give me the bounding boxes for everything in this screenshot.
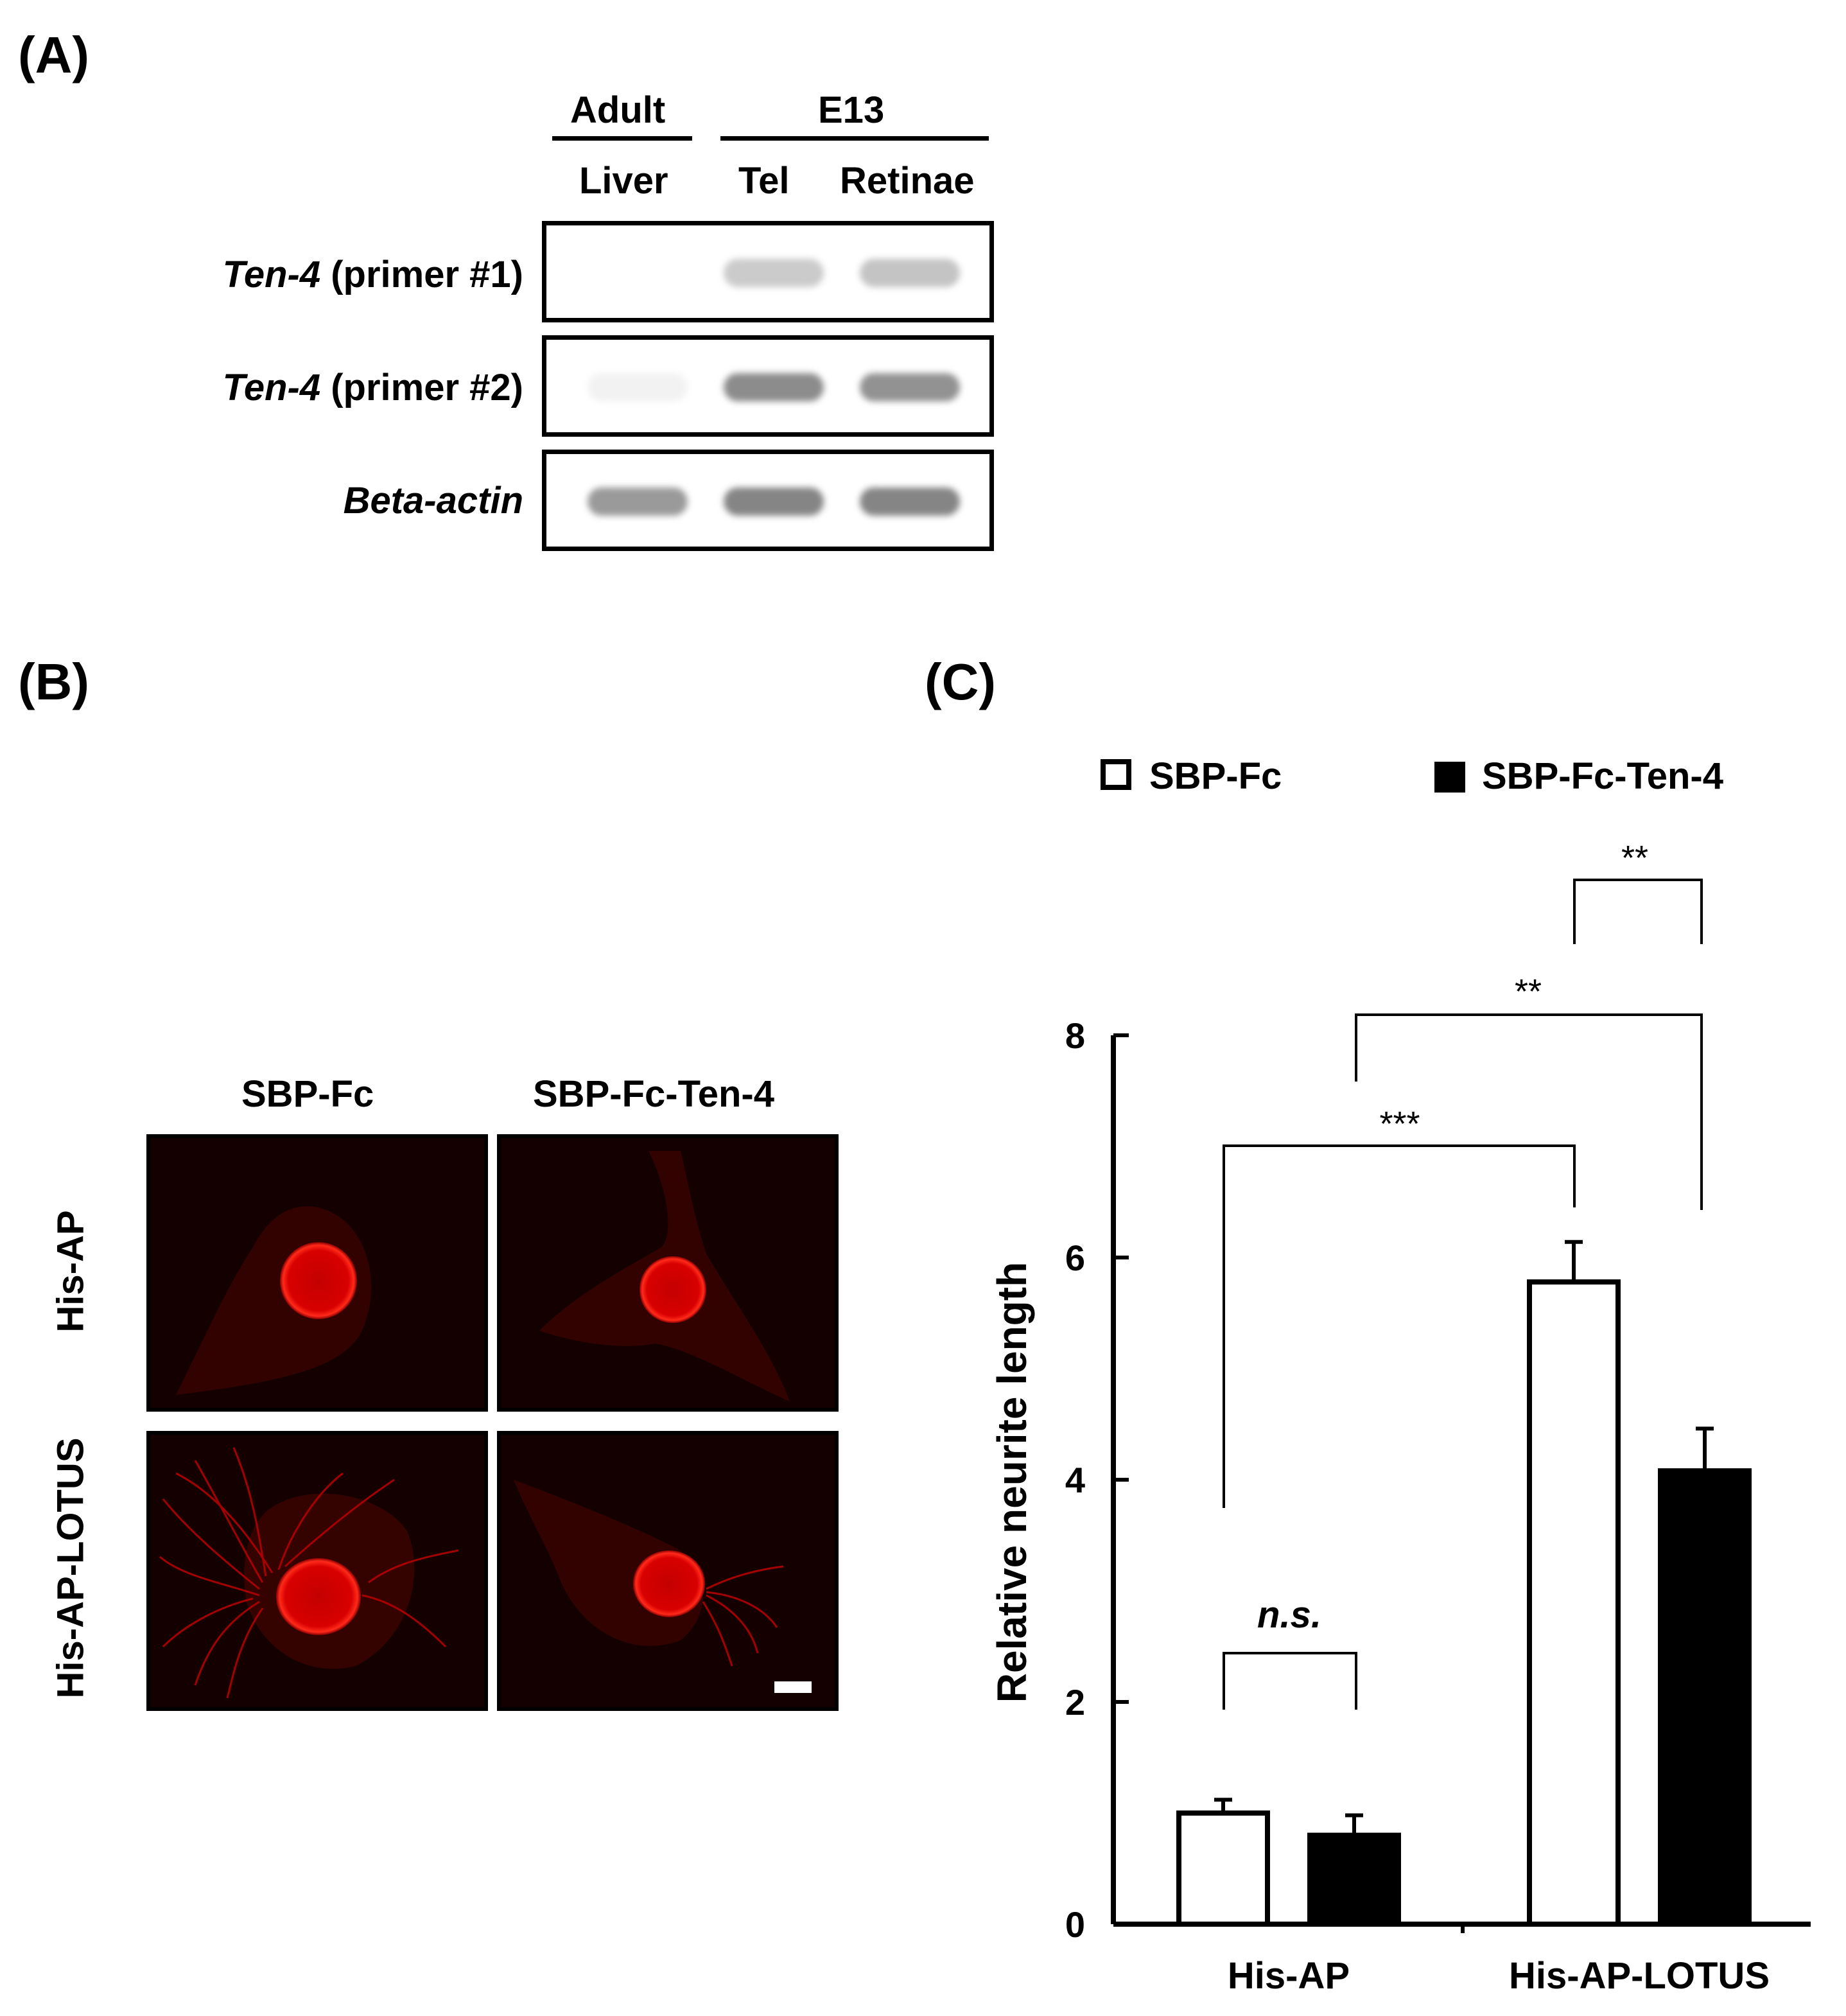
bars xyxy=(1176,1240,1752,1933)
gel-band xyxy=(588,373,688,401)
gel-row-label-beta-actin: Beta-actin xyxy=(343,480,523,522)
bracket-ns xyxy=(1223,1652,1357,1710)
scale-bar xyxy=(774,1681,812,1693)
micrograph-row-label-his-ap-lotus: His-AP-LOTUS xyxy=(49,1437,92,1699)
lane-label-liver: Liver xyxy=(579,160,668,202)
significance-ns: n.s. xyxy=(1257,1594,1321,1636)
gel-strip-beta-actin xyxy=(542,450,994,551)
panel-c-label: (C) xyxy=(925,653,997,710)
gel-row-label-ten4-primer2: Ten-4 (primer #2) xyxy=(222,367,523,408)
legend-label-sbp-fc-ten4: SBP-Fc-Ten-4 xyxy=(1482,755,1723,797)
micrograph-his-ap-sbp-fc-ten4 xyxy=(497,1134,839,1412)
gel-band xyxy=(860,373,960,401)
bar-sbp-fc xyxy=(1527,1279,1621,1927)
y-tick-label: 8 xyxy=(1065,1015,1085,1056)
gel-band xyxy=(724,259,824,287)
micrograph-row-label-his-ap: His-AP xyxy=(49,1210,92,1333)
legend-label-sbp-fc: SBP-Fc xyxy=(1149,755,1282,797)
y-axis-label: Relative neurite length xyxy=(989,1262,1035,1703)
gel-strip-ten4-primer2 xyxy=(542,335,994,437)
gel-band xyxy=(724,487,824,516)
micrograph-column-label-sbp-fc: SBP-Fc xyxy=(241,1073,374,1115)
y-tick-label: 2 xyxy=(1065,1682,1085,1722)
gel-strip-ten4-primer1 xyxy=(542,221,994,322)
group-line-e13 xyxy=(720,136,989,141)
x-category-label: His-AP xyxy=(1228,1955,1350,1997)
neuron-image-3 xyxy=(159,1447,459,1699)
significance-two-star-upper: ** xyxy=(1621,839,1648,877)
bracket-two-star-lower xyxy=(1355,1013,1703,1210)
group-header-adult: Adult xyxy=(570,89,666,131)
x-category-label: His-AP-LOTUS xyxy=(1509,1955,1770,1997)
panel-a-label: (A) xyxy=(18,26,90,83)
gel-band xyxy=(860,259,960,287)
gel-band xyxy=(860,487,960,516)
y-tick-label: 4 xyxy=(1065,1460,1085,1500)
significance-two-star-lower: ** xyxy=(1515,972,1542,1011)
neurite-length-bar-chart: SBP-Fc SBP-Fc-Ten-4 0 2 4 6 8 Relative neuri… xyxy=(989,755,1811,1997)
significance-three-star: *** xyxy=(1379,1105,1420,1143)
neuron-image-2 xyxy=(539,1151,790,1401)
bar-sbp-fc-ten4 xyxy=(1307,1832,1401,1927)
gel-band xyxy=(724,373,824,401)
significance-brackets xyxy=(1223,879,1703,1710)
neuron-image-1 xyxy=(176,1206,372,1395)
micrograph-his-ap-sbp-fc xyxy=(146,1134,488,1412)
y-tick-label: 0 xyxy=(1065,1904,1085,1945)
bracket-three-star xyxy=(1223,1144,1576,1508)
legend-swatch-sbp-fc-ten4 xyxy=(1434,762,1465,793)
gel-row-label-ten4-primer1: Ten-4 (primer #1) xyxy=(222,254,523,295)
group-header-e13: E13 xyxy=(818,89,885,131)
chart-legend: SBP-Fc SBP-Fc-Ten-4 xyxy=(1101,755,1723,797)
bar-sbp-fc xyxy=(1176,1810,1270,1927)
micrograph-column-label-sbp-fc-ten4: SBP-Fc-Ten-4 xyxy=(533,1073,774,1115)
lane-label-retinae: Retinae xyxy=(840,160,975,202)
y-tick-label: 6 xyxy=(1065,1238,1085,1278)
bracket-two-star-upper xyxy=(1573,879,1703,944)
panel-b-label: (B) xyxy=(18,653,90,710)
group-line-adult xyxy=(552,136,692,141)
micrograph-his-ap-lotus-sbp-fc-ten4 xyxy=(497,1431,839,1711)
x-axis-category-labels: His-AP His-AP-LOTUS xyxy=(1228,1955,1770,1997)
micrograph-his-ap-lotus-sbp-fc xyxy=(146,1431,488,1711)
bar-sbp-fc-ten4 xyxy=(1658,1468,1752,1927)
neuron-image-4 xyxy=(514,1480,812,1693)
lane-label-tel: Tel xyxy=(738,160,790,202)
gel-band xyxy=(588,487,688,516)
y-axis-ticks: 0 2 4 6 8 xyxy=(1065,1015,1129,1945)
legend-swatch-sbp-fc xyxy=(1101,759,1131,790)
